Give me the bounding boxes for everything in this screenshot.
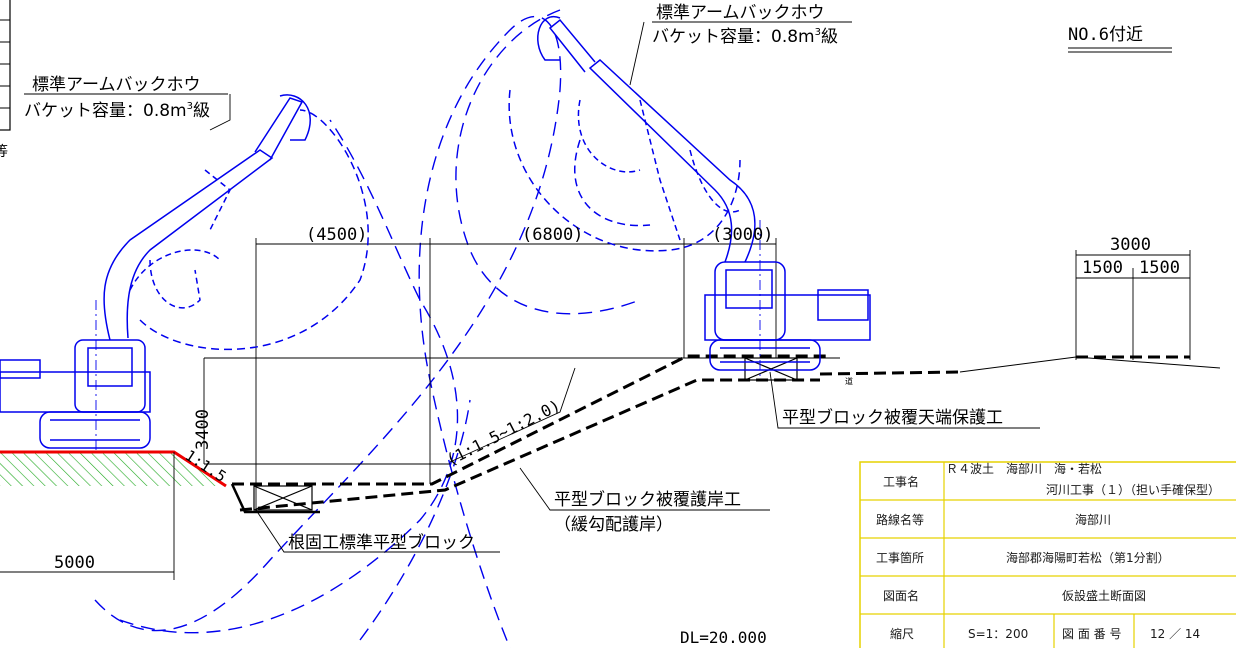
title-value-scale: S=1：200 [968,627,1028,641]
excavator-right-label-suffix: 級 [821,27,838,47]
excavator-right-label-line2: バケット容量：0.8m [652,27,815,47]
excavator-left-label-line2: バケット容量：0.8m [24,101,187,121]
dim-3000-paren: (3000) [712,225,773,245]
dim-3000: 3000 [1110,235,1151,255]
dim-6800: (6800) [522,225,583,245]
excavator-left-label-sup: 3 [187,101,193,112]
label-top-protection: 平型ブロック被覆天端保護工 [782,407,1003,428]
dimension-lines [0,21,1191,580]
dim-5000: 5000 [54,553,95,573]
title-value-project-b: 河川工事（１）（担い手確保型） [1046,482,1220,497]
label-foot-protection: 根固工標準平型ブロック [288,532,475,553]
excavator-left-label-suffix: 級 [193,101,210,121]
foot-protection-block [253,485,313,511]
title-value-project-a: Ｒ４波土 海部川 海・若松 [946,461,1102,476]
title-label-location: 工事箇所 [876,551,924,565]
title-block: 工事名 Ｒ４波土 海部川 海・若松 河川工事（１）（担い手確保型） 路線名等 海… [859,461,1236,648]
excavator-right-label: 標準アームバックホウ バケット容量：0.8m3級 [652,3,838,47]
title-label-scale: 縮尺 [890,626,914,641]
title-label-route: 路線名等 [876,512,924,527]
excavator-left [0,94,369,450]
dim-1500-left: 1500 [1082,258,1123,278]
label-revetment: 平型ブロック被覆護岸工 [554,489,741,510]
dim-4500: (4500) [306,225,367,245]
clipped-char: 等 [0,143,8,160]
label-revetment-sub: （緩勾配護岸） [554,515,673,535]
title-label-drawing: 図面名 [883,588,919,603]
ground-line-right [959,356,1221,373]
title-value-drawing: 仮設盛土断面図 [1062,588,1146,603]
road-mark: 道 [845,376,853,386]
dim-1500-right: 1500 [1139,258,1180,278]
title-label-project: 工事名 [883,474,919,489]
title-label-drawing-number: 図 面 番 号 [1062,627,1121,641]
excavator-left-label-line1: 標準アームバックホウ [32,75,200,95]
datum-level: DL=20.000 [680,628,767,647]
title-value-route: 海部川 [1075,512,1111,527]
title-value-drawing-number: 12 ／ 14 [1150,627,1200,641]
excavator-left-label: 標準アームバックホウ バケット容量：0.8m3級 [24,75,210,121]
clipped-legend-box: 等 [0,0,11,160]
excavator-right-label-line1: 標準アームバックホウ [656,3,824,23]
dim-3400: 3400 [193,409,213,450]
svg-text:バケット容量：0.8m3級: バケット容量：0.8m3級 [652,27,838,47]
svg-text:バケット容量：0.8m3級: バケット容量：0.8m3級 [24,101,210,121]
slope-main: (1:1.5~1:2.0) [443,396,563,470]
section-label: NO.6付近 [1068,25,1143,45]
excavator-right [508,15,871,380]
excavator-right-label-sup: 3 [815,27,821,38]
title-value-location: 海部郡海陽町若松（第1分割） [1006,550,1170,565]
